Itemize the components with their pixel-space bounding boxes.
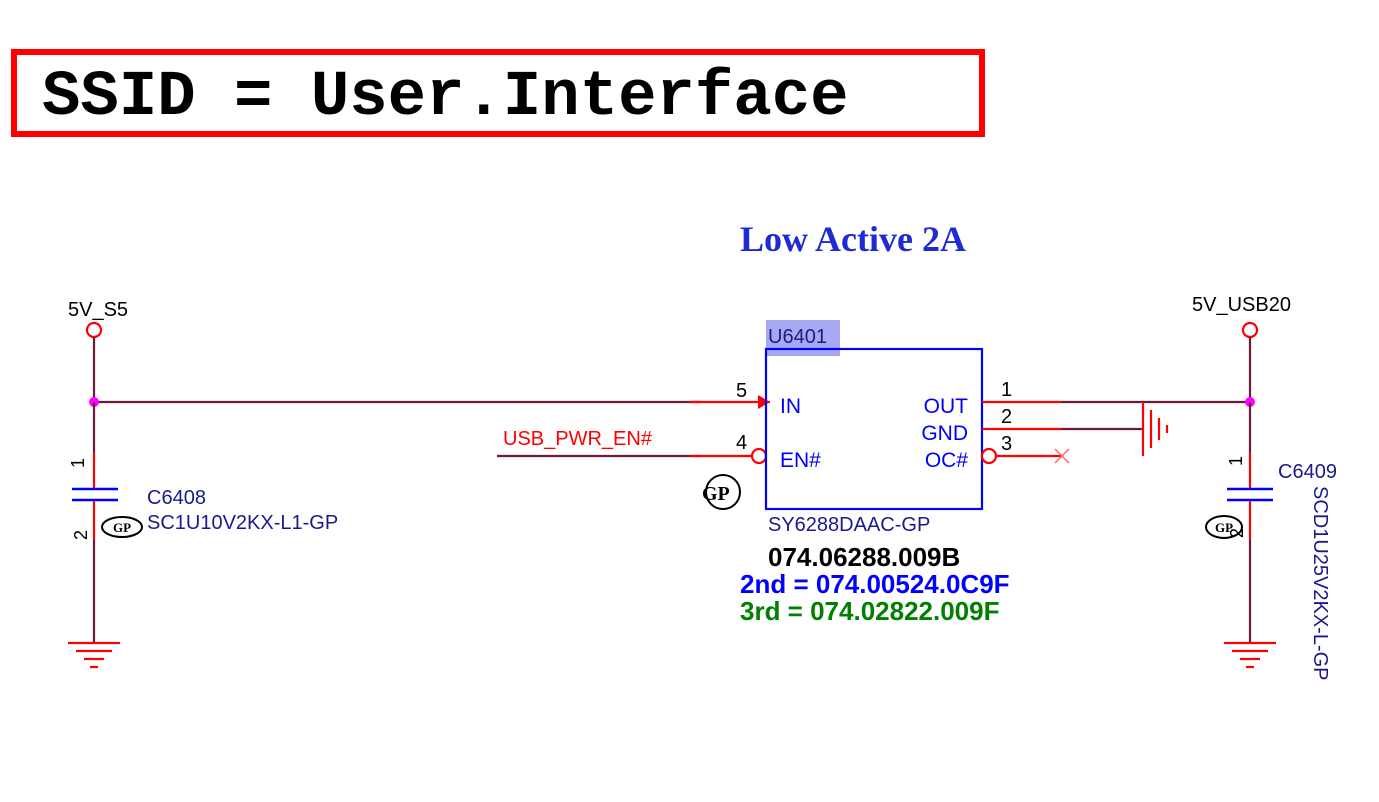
c6409-refdes: C6409 bbox=[1278, 461, 1337, 483]
c6408-pin1: 1 bbox=[68, 458, 88, 468]
ic-pn-main: 074.06288.009B bbox=[768, 542, 960, 572]
net-label-vout: 5V_USB20 bbox=[1192, 294, 1291, 316]
c6408-refdes: C6408 bbox=[147, 487, 206, 509]
ic-pin-name-in: IN bbox=[780, 395, 801, 418]
ic-pn-3rd: 3rd = 074.02822.009F bbox=[740, 596, 999, 626]
c6409-part: SCD1U25V2KX-L-GP bbox=[1309, 486, 1331, 681]
c6408-part: SC1U10V2KX-L1-GP bbox=[147, 512, 338, 534]
ic-pin-name-en: EN# bbox=[780, 449, 821, 472]
ic-part: SY6288DAAC-GP bbox=[768, 514, 930, 536]
no-connect-icon-stroke bbox=[1054, 448, 1070, 464]
c6408-gp-stamp-icon bbox=[101, 516, 143, 538]
c6408-pin2: 2 bbox=[71, 530, 91, 540]
power-port-vin bbox=[85, 321, 103, 339]
net-label-enable: USB_PWR_EN# bbox=[503, 428, 653, 450]
ic-pin-name-out: OUT bbox=[924, 395, 969, 418]
c6409-gp-mark: GP bbox=[1215, 520, 1233, 535]
ic-pin-name-oc: OC# bbox=[925, 449, 969, 472]
note-title: Low Active 2A bbox=[740, 219, 966, 259]
ic-pin-num-en: 4 bbox=[736, 432, 747, 454]
c6408-gp-mark: GP bbox=[113, 520, 131, 535]
ic-pn-2nd: 2nd = 074.00524.0C9F bbox=[740, 569, 1010, 599]
ic-pin-num-in: 5 bbox=[736, 380, 747, 402]
ic-gp-stamp bbox=[705, 474, 741, 510]
ic-pin-num-oc: 3 bbox=[1001, 433, 1012, 455]
c6409-pin2: 2 bbox=[1227, 528, 1247, 538]
net-label-vin: 5V_S5 bbox=[68, 299, 128, 321]
ic-pin-name-gnd: GND bbox=[921, 422, 968, 445]
ssid-label: SSID = User.Interface bbox=[42, 62, 849, 134]
pin-en-bubble bbox=[750, 447, 768, 465]
c6409-pin1: 1 bbox=[1226, 456, 1246, 466]
ic-gp-mark-icon: GP bbox=[702, 483, 730, 505]
c6409-gp-stamp-icon bbox=[1205, 515, 1243, 539]
ssid-frame bbox=[11, 49, 985, 137]
pin-oc-bubble bbox=[980, 447, 998, 465]
ic-refdes: U6401 bbox=[768, 326, 827, 348]
ic-pin-num-gnd: 2 bbox=[1001, 406, 1012, 428]
power-port-vout bbox=[1241, 321, 1259, 339]
pin-in-arrow bbox=[758, 395, 770, 409]
ic-pin-num-out: 1 bbox=[1001, 379, 1012, 401]
